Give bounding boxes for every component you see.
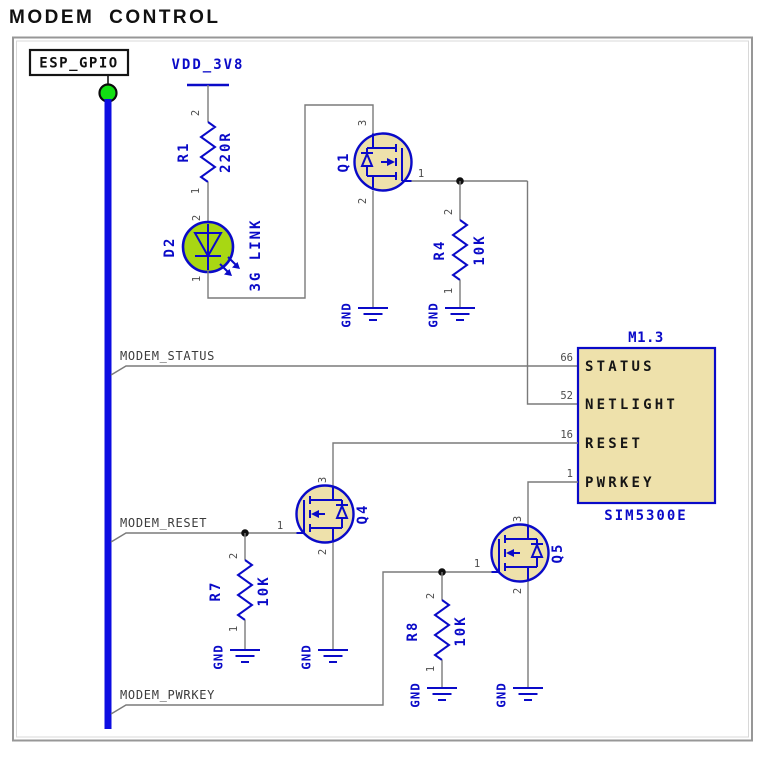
pin-number: 66	[560, 352, 573, 364]
power-net-label: VDD_3V8	[171, 57, 244, 73]
page-title: MODEM CONTROL	[9, 7, 221, 28]
gnd-label: GND	[211, 644, 226, 670]
gnd-symbol[interactable]: GND	[494, 682, 544, 708]
resistor-zigzag[interactable]	[236, 559, 254, 621]
q5-arrow-icon	[506, 549, 514, 557]
gnd-symbol[interactable]: GND	[339, 302, 389, 328]
part-number: SIM5300E	[604, 508, 687, 524]
led-arrowhead-icon	[232, 262, 240, 269]
esp-gpio-port[interactable]: ESP_GPIO	[28, 48, 130, 103]
designator: Q4	[355, 504, 371, 525]
q1-arrow-icon	[387, 158, 395, 166]
led-arrowhead-icon	[224, 269, 232, 276]
gnd-symbol[interactable]: GND	[408, 682, 458, 708]
net-modem-status[interactable]: MODEM_STATUS	[110, 349, 578, 376]
gnd-symbol[interactable]: GND	[211, 644, 261, 670]
gnd-symbol[interactable]: GND	[299, 644, 349, 670]
net-node-dot[interactable]	[98, 83, 118, 103]
sheet-border	[12, 36, 753, 742]
q4-arrow-icon	[311, 510, 319, 518]
gnd-label: GND	[408, 682, 423, 708]
designator: M1.3	[628, 330, 664, 346]
pin-number: 1	[418, 168, 424, 180]
chip-m1-sim5300e[interactable]: M1.3 SIM5300E 66 STATUS 52 NETLIGHT 16 R…	[560, 330, 717, 524]
resistor-zigzag[interactable]	[433, 599, 451, 661]
value: 220R	[218, 131, 234, 173]
designator: D2	[162, 237, 178, 258]
gnd-label: GND	[426, 302, 441, 328]
wire-pwrkey-q5drain[interactable]	[527, 481, 578, 525]
designator: R1	[176, 142, 192, 163]
resistor-zigzag[interactable]	[451, 219, 469, 281]
led-function-label: 3G LINK	[248, 218, 264, 291]
designator: R4	[432, 240, 448, 261]
gnd-label: GND	[494, 682, 509, 708]
pin-number: 1	[191, 276, 203, 282]
pin-number: 2	[512, 588, 524, 594]
port-label: ESP_GPIO	[39, 56, 118, 72]
pin-number: 1	[425, 666, 437, 672]
mosfet-q4[interactable]: 3 2 1 Q4	[277, 477, 371, 555]
pin-number: 1	[474, 558, 480, 570]
pin-number: 3	[357, 120, 369, 126]
pin-number: 2	[425, 593, 437, 599]
pin-number: 2	[357, 198, 369, 204]
mosfet-q5[interactable]: 3 2 1 Q5	[474, 516, 566, 594]
wire-d2-q1drain[interactable]	[207, 104, 374, 299]
pin-number: 3	[512, 516, 524, 522]
pin-number: 1	[190, 188, 202, 194]
resistor-zigzag[interactable]	[199, 121, 217, 183]
pin-number: 1	[277, 520, 283, 532]
sheet-border-inner	[16, 40, 749, 738]
net-label[interactable]: MODEM_RESET	[120, 516, 207, 530]
pin-number: 1	[228, 626, 240, 632]
led-triangle	[193, 232, 223, 259]
power-rail-vdd3v8[interactable]: VDD_3V8	[171, 57, 244, 87]
gnd-label: GND	[339, 302, 354, 328]
value: 10K	[472, 234, 488, 265]
mosfet-q1[interactable]: 3 2 1 Q1	[336, 120, 424, 204]
net-label[interactable]: MODEM_STATUS	[120, 349, 215, 363]
wire-netlight[interactable]	[526, 181, 579, 405]
wire-reset-q4drain[interactable]	[332, 442, 578, 486]
pin-number: 2	[317, 549, 329, 555]
chip-body[interactable]	[576, 346, 717, 505]
designator: Q5	[550, 543, 566, 564]
net-wire[interactable]	[110, 532, 297, 543]
pin-name: NETLIGHT	[585, 397, 678, 413]
gnd-symbol[interactable]: GND	[426, 302, 476, 328]
pin-number: 2	[228, 553, 240, 559]
net-modem-pwrkey[interactable]: MODEM_PWRKEY	[110, 568, 492, 715]
pin-name: STATUS	[585, 359, 655, 375]
port-box[interactable]	[28, 48, 130, 77]
pin-number: 1	[567, 468, 573, 480]
value: 10K	[453, 615, 469, 646]
net-modem-reset[interactable]: MODEM_RESET	[110, 516, 297, 543]
resistor-r7[interactable]: 2 1 R7 10K	[208, 533, 272, 649]
pin-name: RESET	[585, 436, 643, 452]
pin-name: PWRKEY	[585, 475, 655, 491]
pin-number: 3	[317, 477, 329, 483]
pin-number: 2	[443, 209, 455, 215]
net-wire[interactable]	[110, 571, 492, 715]
net-label[interactable]: MODEM_PWRKEY	[120, 688, 215, 702]
pin-number: 2	[191, 215, 203, 221]
pin-number: 1	[443, 288, 455, 294]
resistor-r1[interactable]: 2 1 R1 220R	[176, 110, 234, 194]
pin-number: 16	[560, 429, 573, 441]
designator: Q1	[336, 152, 352, 173]
led-d2[interactable]: 2 1 D2 3G LINK	[162, 215, 264, 292]
resistor-r8[interactable]: 2 1 R8 10K	[405, 572, 469, 687]
pin-number: 2	[190, 110, 202, 116]
resistor-r4[interactable]: 2 1 R4 10K	[432, 181, 488, 307]
designator: R7	[208, 581, 224, 602]
gnd-label: GND	[299, 644, 314, 670]
net-wire[interactable]	[110, 365, 578, 376]
pin-number: 52	[560, 390, 573, 402]
designator: R8	[405, 621, 421, 642]
value: 10K	[256, 575, 272, 606]
